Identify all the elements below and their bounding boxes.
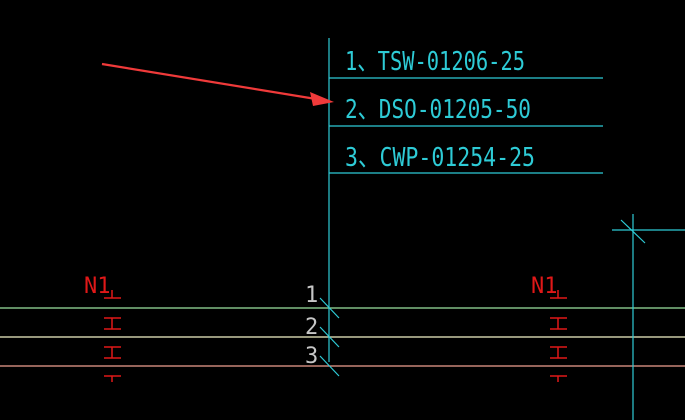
pipe-label-3[interactable]: 3、CWP-01254-25 [345, 143, 535, 173]
tag-right-label: N1 [531, 274, 558, 299]
pipe-number-3: 3 [305, 344, 318, 369]
tag-left-label: N1 [84, 274, 111, 299]
pipe-numbers: 1 2 3 [305, 283, 318, 369]
pipe-label-1[interactable]: 1、TSW-01206-25 [345, 47, 525, 77]
annotation-leader [319, 38, 603, 377]
pipe-number-1: 1 [305, 283, 318, 308]
crosshair-cursor-icon [612, 214, 685, 420]
pipe-lines [0, 307, 685, 367]
pipe-tick-1 [319, 297, 340, 319]
pipe-label-2[interactable]: 2、DSO-01205-50 [345, 95, 531, 125]
red-arrow-icon [101, 62, 334, 106]
tag-left[interactable]: N1 [84, 274, 121, 382]
pipe-number-2: 2 [305, 315, 318, 340]
pipe-tick-3 [319, 355, 340, 377]
tag-right[interactable]: N1 [531, 274, 567, 382]
pipe-tick-2 [319, 326, 340, 348]
annotation-labels: 1、TSW-01206-25 2、DSO-01205-50 3、CWP-0125… [345, 47, 535, 173]
